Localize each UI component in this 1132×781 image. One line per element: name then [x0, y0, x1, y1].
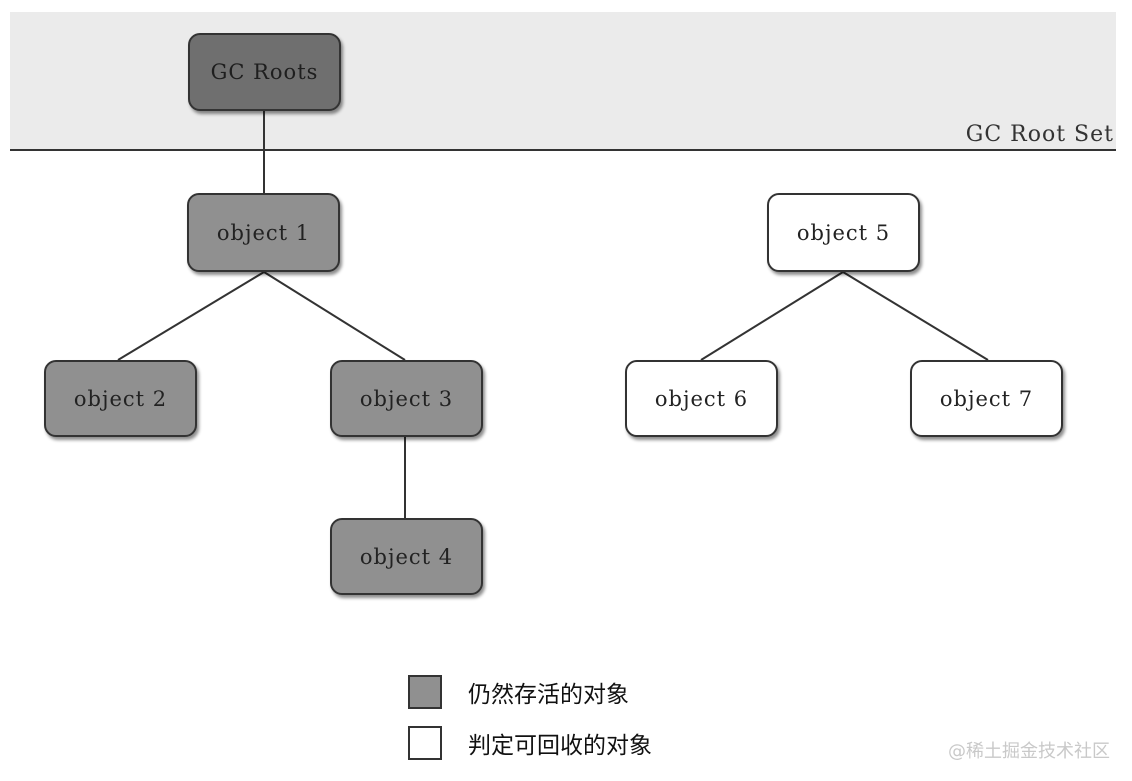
object-7-node: object 7	[910, 360, 1063, 437]
gc-roots-node: GC Roots	[188, 33, 341, 111]
legend-collectable: 判定可回收的对象	[408, 726, 652, 760]
edge-object-5-object-7	[842, 271, 989, 361]
gc-root-set-label: GC Root Set	[965, 122, 1114, 147]
legend-alive: 仍然存活的对象	[408, 675, 629, 709]
object-6-node: object 6	[625, 360, 778, 437]
collectable-swatch	[408, 726, 442, 760]
object-4-node: object 4	[330, 518, 483, 595]
object-3-node: object 3	[330, 360, 483, 437]
gc-root-set-divider	[10, 149, 1116, 151]
object-5-node: object 5	[767, 193, 920, 272]
object-2-node: object 2	[44, 360, 197, 437]
edge-object-1-object-2	[117, 271, 265, 361]
legend-alive-label: 仍然存活的对象	[468, 682, 629, 708]
edge-object-1-object-3	[263, 271, 406, 361]
object-1-node: object 1	[187, 193, 340, 272]
edge-object-5-object-6	[700, 271, 844, 361]
alive-swatch	[408, 675, 442, 709]
watermark-text: @稀土掘金技术社区	[948, 741, 1110, 762]
legend-collectable-label: 判定可回收的对象	[468, 733, 652, 759]
